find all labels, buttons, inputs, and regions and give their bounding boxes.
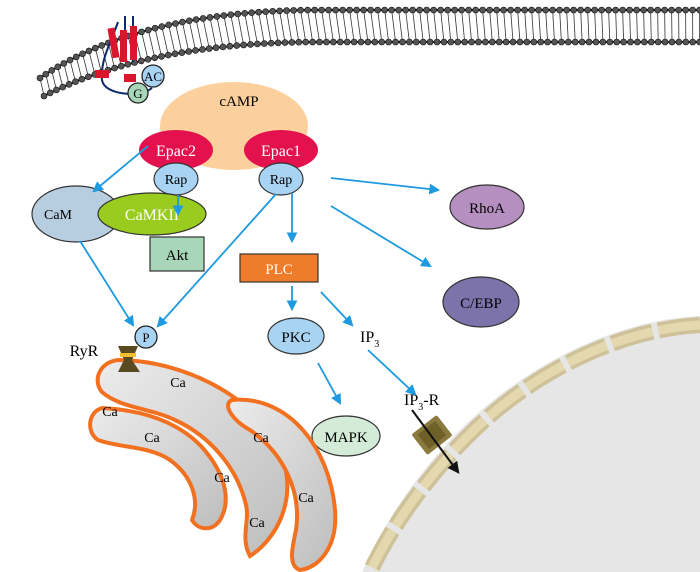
- ca-labels: Ca Ca Ca Ca Ca Ca Ca: [102, 376, 314, 531]
- camkii-label: CaMKII: [125, 207, 179, 224]
- mapk-label: MAPK: [324, 430, 368, 446]
- ryr-label: RyR: [70, 343, 99, 360]
- epac1-label: Epac1: [261, 143, 301, 160]
- arrow-epac2-to-cam: [92, 145, 149, 193]
- g-protein-label: G: [133, 86, 142, 101]
- mapk-node: [311, 415, 381, 457]
- akt-label: Akt: [166, 248, 189, 264]
- camkii-node: [97, 192, 207, 236]
- plc-label: PLC: [265, 262, 293, 278]
- ryr-channel-icon: [118, 346, 140, 372]
- epac2-label: Epac2: [156, 143, 196, 160]
- rap-node-right: [258, 162, 304, 196]
- epac2-node: [139, 130, 213, 170]
- ca-label: Ca: [102, 405, 118, 420]
- camp-label: cAMP: [219, 94, 258, 110]
- pkc-node: [267, 317, 325, 355]
- g-protein-node: [127, 82, 149, 104]
- ca-label: Ca: [298, 491, 314, 506]
- cell-membrane: [36, 6, 700, 100]
- ac-label: AC: [144, 69, 162, 84]
- arrow-pkc-to-mapk: [317, 362, 342, 405]
- cebp-label: C/EBP: [460, 296, 502, 312]
- ip3r-label: IP3-R: [404, 392, 440, 413]
- ac-node: [141, 64, 165, 88]
- cam-label: CaM: [44, 208, 73, 223]
- nucleus: [362, 316, 700, 572]
- phosphate-label: P: [142, 330, 149, 345]
- arrow-ip3-to-ip3r: [367, 349, 417, 396]
- phosphate-node: [134, 325, 158, 349]
- ca-label: Ca: [249, 516, 265, 531]
- rhoa-label: RhoA: [469, 201, 505, 217]
- ip3-receptor-channel-icon: [412, 415, 452, 455]
- endoplasmic-reticulum: [88, 357, 338, 572]
- arrow-to-rhoa: [330, 177, 441, 195]
- arrow-cam-to-ryr: [79, 240, 135, 327]
- rhoa-node: [449, 184, 525, 230]
- ca-label: Ca: [214, 471, 230, 486]
- rap-label-left: Rap: [165, 173, 188, 188]
- arrow-to-cebp: [330, 205, 432, 268]
- ca-label: Ca: [253, 431, 269, 446]
- ca-release-arrow: [411, 409, 460, 474]
- epac1-node: [244, 130, 318, 170]
- ca-label: Ca: [170, 376, 186, 391]
- rap-label-right: Rap: [270, 173, 293, 188]
- ca-label: Ca: [144, 431, 160, 446]
- receptor-icon: [95, 16, 153, 95]
- arrow-rap-to-ryr: [156, 193, 277, 328]
- ip3-label: IP3: [360, 329, 379, 350]
- cebp-node: [442, 276, 520, 328]
- pkc-label: PKC: [281, 330, 310, 346]
- akt-node: [149, 236, 205, 272]
- plc-node: [239, 253, 319, 283]
- arrow-plc-to-ip3: [320, 291, 354, 327]
